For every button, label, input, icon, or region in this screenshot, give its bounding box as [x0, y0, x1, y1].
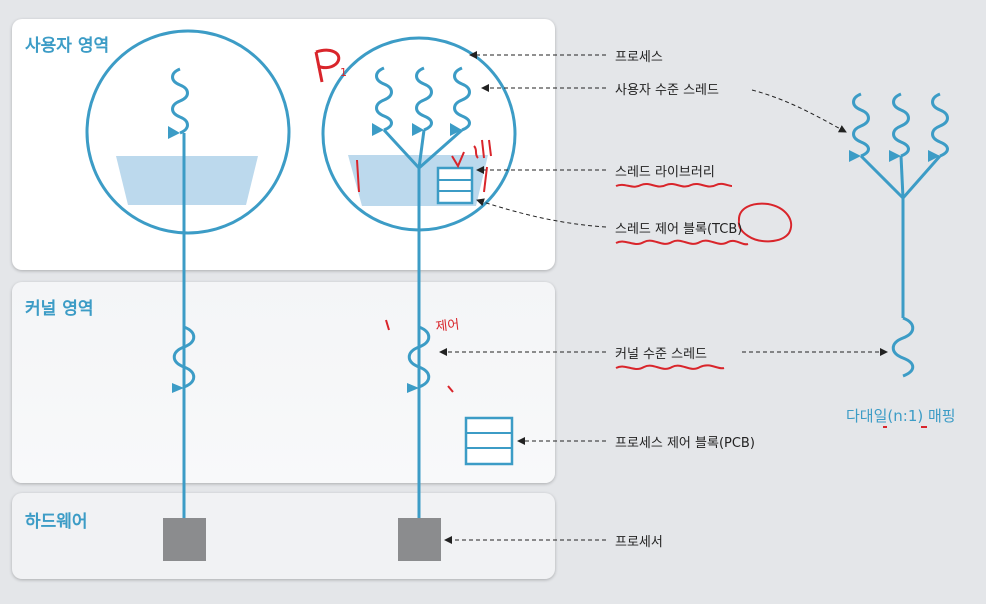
callout-connectors — [439, 51, 888, 544]
kernel-space-panel — [12, 282, 555, 483]
callout-thread-library: 스레드 라이브러리 — [615, 165, 715, 180]
middle-user-thread-2-icon — [415, 66, 433, 132]
mapping-user-thread-2-icon — [892, 92, 910, 158]
left-user-thread-icon — [171, 67, 189, 135]
kernel-note: 제어 — [435, 318, 460, 335]
left-kernel-thread-icon — [172, 325, 196, 389]
middle-process — [321, 36, 517, 561]
mapping-user-thread-1-icon — [852, 92, 870, 158]
middle-processor-block — [398, 518, 441, 561]
callout-tcb: 스레드 제어 블록(TCB) — [615, 222, 743, 237]
mapping-user-thread-3-icon — [931, 92, 949, 158]
mapping-kernel-thread-icon — [891, 316, 915, 378]
mapping-label: 다대일(n:1) 매핑 — [846, 407, 956, 425]
mapping-illustration — [849, 92, 949, 378]
callout-pcb: 프로세스 제어 블록(PCB) — [615, 436, 755, 451]
tcb-icon — [436, 166, 474, 205]
left-processor-block — [163, 518, 206, 561]
hardware-label: 하드웨어 — [25, 512, 88, 532]
left-thread-library — [116, 156, 258, 205]
user-space-label: 사용자 영역 — [25, 36, 110, 56]
middle-kernel-thread-icon — [407, 325, 431, 389]
middle-user-thread-3-icon — [453, 66, 471, 132]
hardware-panel — [12, 493, 555, 579]
callout-user-thread: 사용자 수준 스레드 — [615, 83, 719, 98]
middle-user-thread-1-icon — [375, 66, 393, 132]
callout-kernel-thread: 커널 수준 스레드 — [615, 347, 707, 362]
handwritten-ink — [314, 48, 927, 428]
pcb-icon — [464, 416, 514, 466]
callout-processor: 프로세서 — [615, 535, 663, 550]
callout-process: 프로세스 — [615, 50, 663, 65]
p1-subscript: 1 — [340, 66, 347, 79]
kernel-space-label: 커널 영역 — [25, 299, 94, 319]
left-process — [85, 29, 291, 561]
